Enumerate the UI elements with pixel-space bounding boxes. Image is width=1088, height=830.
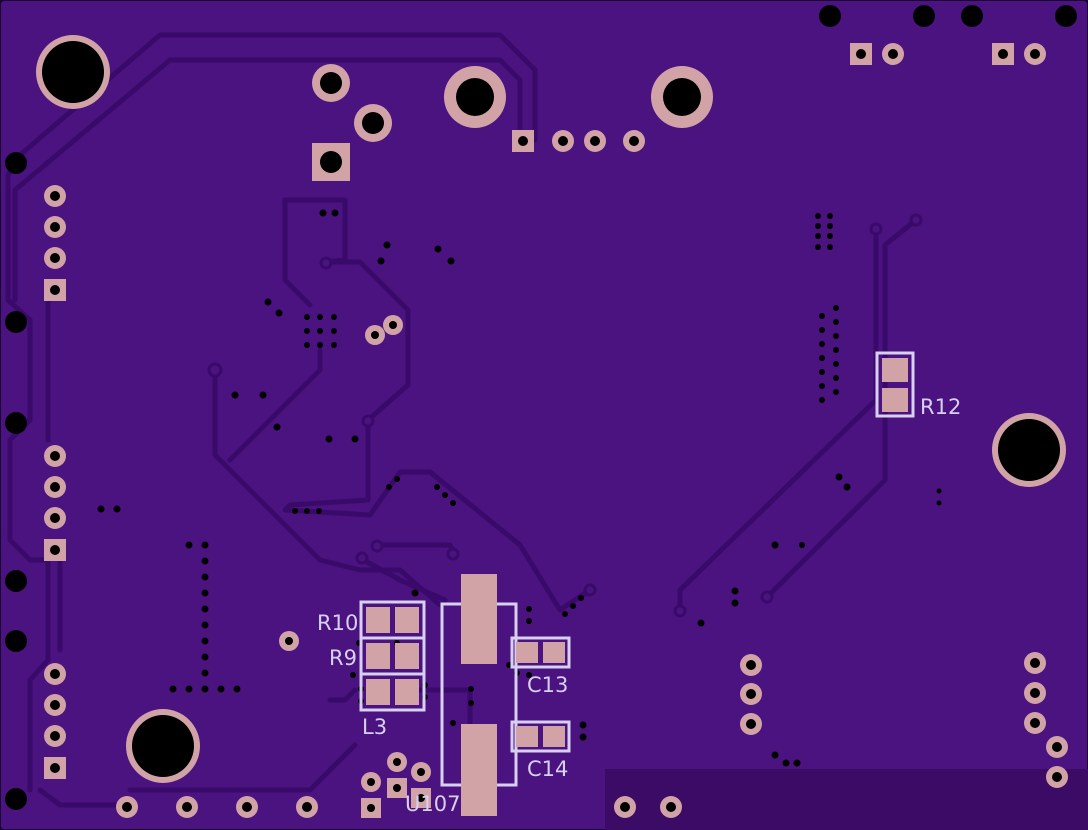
vias xyxy=(97,209,942,767)
label-c14: C14 xyxy=(527,757,568,781)
label-r9: R9 xyxy=(329,646,357,670)
vias-ringed xyxy=(207,213,923,618)
traces xyxy=(5,32,919,808)
r12-outline xyxy=(875,351,915,418)
label-r10: R10 xyxy=(317,611,358,635)
label-c13: C13 xyxy=(527,673,568,697)
label-r12: R12 xyxy=(920,395,961,419)
l3-outline xyxy=(359,672,426,712)
through-hole-pads xyxy=(44,43,1068,818)
label-l3: L3 xyxy=(362,715,387,739)
label-u107: U107 xyxy=(405,792,460,816)
c14-outline xyxy=(510,720,571,753)
copper-pour-region xyxy=(605,769,1088,830)
edge-holes xyxy=(5,5,1077,810)
c13-outline xyxy=(510,636,571,669)
silkscreen-labels: R12 R10 R9 C13 C14 L3 U107 xyxy=(317,395,961,816)
smd-components xyxy=(359,351,915,816)
mounting-holes xyxy=(36,35,1066,783)
